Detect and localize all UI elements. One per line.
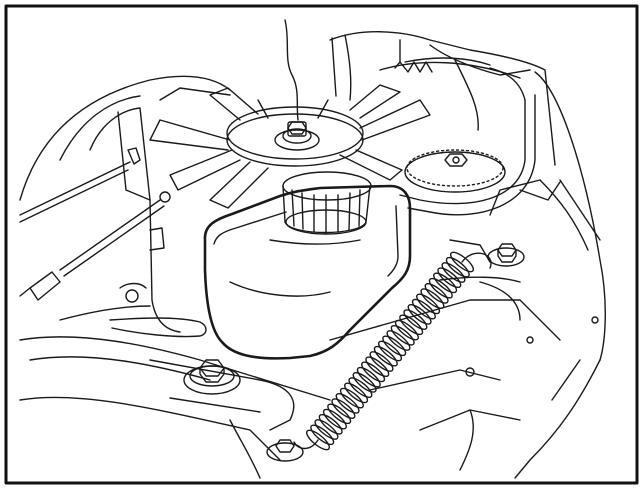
spring-coil — [399, 314, 424, 336]
spring-coil — [416, 293, 441, 315]
fuel-cap[interactable] — [282, 171, 372, 235]
spring-coil — [365, 356, 390, 378]
spring-coil — [356, 366, 381, 388]
spring-coil — [339, 387, 364, 409]
spring-coil — [314, 419, 339, 440]
lower-deck — [19, 239, 599, 479]
spring-coil — [445, 256, 470, 278]
spring-coil — [318, 413, 343, 435]
fuel-tank[interactable] — [203, 184, 412, 360]
figure-frame — [4, 4, 639, 485]
spring-coil — [322, 408, 347, 430]
spring-coil — [428, 277, 453, 299]
spring-coil — [361, 361, 386, 383]
spring-coil — [441, 262, 466, 283]
spring-coil — [331, 398, 356, 419]
hex-bolt-left — [183, 359, 241, 395]
tension-spring — [293, 251, 492, 451]
spring-coil — [390, 324, 415, 346]
spring-coil — [352, 372, 377, 393]
hex-bolt-right — [487, 243, 525, 267]
throttle-linkage — [19, 147, 207, 338]
spring-coil — [433, 272, 458, 294]
drive-belt — [379, 57, 536, 216]
spring-coil — [369, 351, 394, 372]
spring-hook-bottom — [293, 439, 319, 450]
spring-coil — [411, 298, 436, 320]
spring-coil — [407, 304, 432, 325]
spring-coil — [373, 345, 398, 367]
cooling-fan — [149, 84, 431, 209]
spring-coil — [377, 340, 403, 362]
spring-coil — [437, 267, 462, 289]
spring-coil — [310, 424, 335, 446]
spring-coil — [327, 403, 352, 425]
spring-coil — [344, 382, 369, 404]
engine-housing — [19, 19, 606, 479]
hex-bolt-bottom — [266, 439, 304, 462]
spring-coil — [386, 330, 411, 351]
spring-hook-top — [461, 252, 492, 269]
spring-coil — [424, 283, 449, 304]
spring-coil — [335, 393, 360, 414]
spring-coil — [348, 377, 373, 398]
spring-coil — [403, 309, 428, 330]
spring-coil — [382, 335, 407, 357]
hex-bolt-fan — [287, 121, 307, 135]
drive-pulley — [404, 149, 506, 193]
